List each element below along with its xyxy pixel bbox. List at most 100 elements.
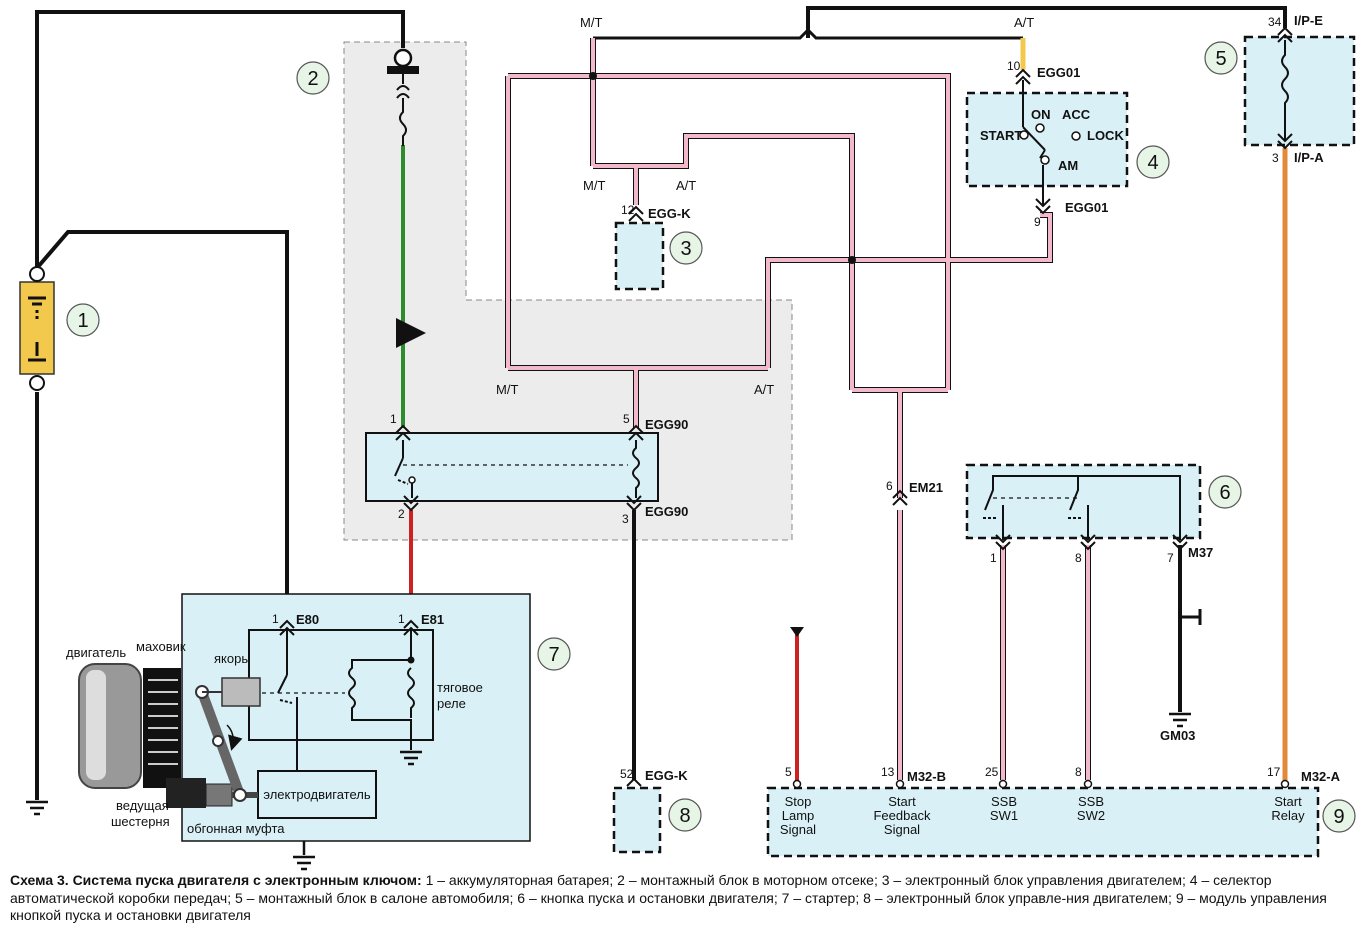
component-number: 1 bbox=[77, 310, 88, 332]
button-switch-icon bbox=[983, 475, 1181, 540]
connector-label: EGG90 bbox=[645, 417, 688, 432]
pin-number: 52 bbox=[620, 767, 634, 781]
flywheel-teeth bbox=[148, 679, 178, 765]
wire-junction bbox=[589, 72, 597, 80]
starter-label: ведущая bbox=[116, 798, 169, 813]
switch-contact bbox=[1040, 155, 1050, 165]
connector-label: M32-B bbox=[907, 769, 946, 784]
module9-terminal: Start Relay bbox=[1271, 794, 1305, 823]
lever-pivot bbox=[212, 735, 224, 747]
pin-number: 6 bbox=[886, 479, 893, 493]
starter-label: электродвигатель bbox=[263, 787, 370, 802]
switch-label: ON bbox=[1031, 107, 1051, 122]
fuse-icon bbox=[1281, 40, 1289, 140]
fuse-icon bbox=[387, 48, 419, 146]
svg-text:Feedback: Feedback bbox=[873, 808, 931, 823]
pin-number: 5 bbox=[623, 412, 630, 426]
pin-number: 12 bbox=[621, 203, 635, 217]
pin-number: 2 bbox=[398, 507, 405, 521]
traction-relay-icon bbox=[262, 630, 415, 770]
svg-text:Start: Start bbox=[888, 794, 916, 809]
armature-icon bbox=[221, 677, 261, 707]
starter-label: двигатель bbox=[66, 645, 126, 660]
pin-number: 1 bbox=[272, 612, 279, 626]
component-number: 7 bbox=[548, 644, 559, 666]
ssb-module bbox=[766, 786, 1320, 858]
switch-contact bbox=[1019, 130, 1029, 140]
svg-text:Signal: Signal bbox=[884, 822, 920, 837]
starter-label: тяговое bbox=[437, 680, 483, 695]
component-number: 2 bbox=[307, 68, 318, 90]
connector-label: EGG-K bbox=[645, 768, 688, 783]
junction-mt-at bbox=[593, 27, 1023, 40]
starter-label: маховик bbox=[136, 639, 186, 654]
lever-pivot bbox=[233, 788, 247, 802]
stop-lamp-arrow-icon bbox=[790, 627, 804, 637]
connector-label: E80 bbox=[296, 612, 319, 627]
switch-contact bbox=[1071, 131, 1081, 141]
switch-label: LOCK bbox=[1087, 128, 1124, 143]
connector-label: EGG01 bbox=[1037, 65, 1080, 80]
battery-terminal bbox=[29, 375, 45, 391]
wire-label: M/T bbox=[580, 15, 602, 30]
component-number: 8 bbox=[679, 805, 690, 827]
starter-label: реле bbox=[437, 696, 466, 711]
connector-label: EGG90 bbox=[645, 504, 688, 519]
battery-terminal bbox=[29, 266, 45, 282]
pin-number: 8 bbox=[1075, 551, 1082, 565]
relay-contact bbox=[408, 476, 416, 484]
switch-label: AM bbox=[1058, 158, 1078, 173]
connector-label: GM03 bbox=[1160, 728, 1195, 743]
svg-text:Signal: Signal bbox=[780, 822, 816, 837]
engine-fuse-block bbox=[343, 41, 793, 541]
svg-text:SSB: SSB bbox=[1078, 794, 1104, 809]
pin-number: 8 bbox=[1075, 765, 1082, 779]
component-number: 4 bbox=[1147, 152, 1158, 174]
wire-junction bbox=[407, 656, 415, 664]
starter-label: шестерня bbox=[111, 814, 170, 829]
pin-number: 5 bbox=[785, 765, 792, 779]
connector-label: EM21 bbox=[909, 480, 943, 495]
pin-number: 1 bbox=[398, 612, 405, 626]
ground-icon bbox=[293, 855, 315, 871]
component-number: 3 bbox=[680, 238, 691, 260]
interior-fuse-block bbox=[1243, 35, 1356, 147]
pink-wires bbox=[505, 38, 1091, 780]
ecm-box-3 bbox=[614, 221, 665, 291]
starter-label: якорь bbox=[214, 651, 248, 666]
relay-switch-icon bbox=[394, 440, 640, 498]
connector-chevrons bbox=[279, 26, 1293, 787]
component-number: 5 bbox=[1215, 48, 1226, 70]
connector-label: M32-A bbox=[1301, 769, 1341, 784]
pin-number: 1 bbox=[990, 551, 997, 565]
switch-label: START bbox=[980, 128, 1022, 143]
switch-label: ACC bbox=[1062, 107, 1091, 122]
battery-icon bbox=[28, 296, 46, 362]
ground-icon bbox=[400, 750, 422, 766]
engine-highlight bbox=[86, 670, 106, 780]
module9-terminal: Stop Lamp Signal bbox=[780, 794, 816, 837]
svg-text:Stop: Stop bbox=[785, 794, 812, 809]
wire-label: M/T bbox=[496, 382, 518, 397]
pin-number: 9 bbox=[1034, 215, 1041, 229]
module9-terminal: SSB SW2 bbox=[1077, 794, 1105, 823]
ground-icon bbox=[26, 800, 48, 816]
pin-number: 7 bbox=[1167, 551, 1174, 565]
starter-label: обгонная муфта bbox=[187, 821, 285, 836]
selector-switch-icon bbox=[1022, 80, 1046, 205]
component-number: 9 bbox=[1333, 806, 1344, 828]
connector-label: E81 bbox=[421, 612, 444, 627]
connector-label: EGG01 bbox=[1065, 200, 1108, 215]
pin-number: 3 bbox=[1272, 151, 1279, 165]
switch-contact bbox=[1035, 123, 1045, 133]
traction-relay bbox=[248, 629, 434, 741]
figure-caption: Схема 3. Система пуска двигателя с элект… bbox=[10, 872, 1355, 925]
ecm-box-8 bbox=[612, 786, 662, 854]
black-wires bbox=[35, 6, 1287, 800]
module9-terminal: Start Feedback Signal bbox=[873, 794, 931, 837]
wire-label: A/T bbox=[676, 178, 696, 193]
start-relay bbox=[365, 432, 659, 502]
svg-text:Relay: Relay bbox=[1271, 808, 1305, 823]
wire-junction bbox=[848, 256, 856, 264]
